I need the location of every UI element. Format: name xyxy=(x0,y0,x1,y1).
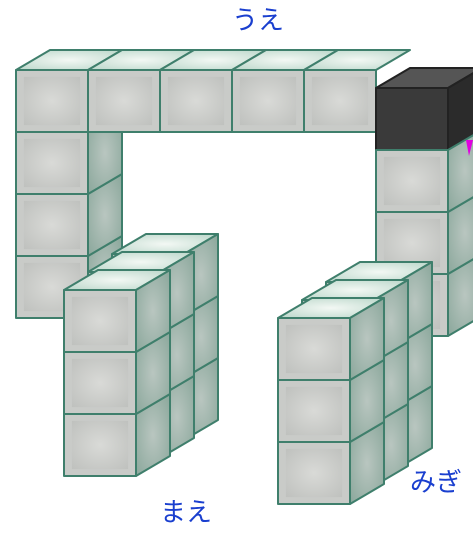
block-front-texture xyxy=(71,296,129,346)
highlight-block-front xyxy=(375,87,449,151)
block-front-texture xyxy=(95,76,153,126)
block-front-texture xyxy=(71,358,129,408)
block-front-texture xyxy=(383,218,441,268)
block-front-texture xyxy=(285,448,343,498)
block-front-texture xyxy=(239,76,297,126)
block-front-texture xyxy=(383,156,441,206)
block-front-texture xyxy=(71,420,129,470)
block-front-texture xyxy=(285,324,343,374)
block-front-texture xyxy=(23,200,81,250)
label-right: みぎ xyxy=(410,468,463,498)
label-front: まえ xyxy=(160,498,213,528)
block-front-texture xyxy=(23,138,81,188)
marker-icon xyxy=(466,140,473,156)
label-top: うえ xyxy=(232,6,285,36)
block-front-texture xyxy=(23,76,81,126)
block-front-texture xyxy=(311,76,369,126)
block-front-texture xyxy=(167,76,225,126)
block-front-texture xyxy=(285,386,343,436)
blocks-group xyxy=(15,49,473,505)
